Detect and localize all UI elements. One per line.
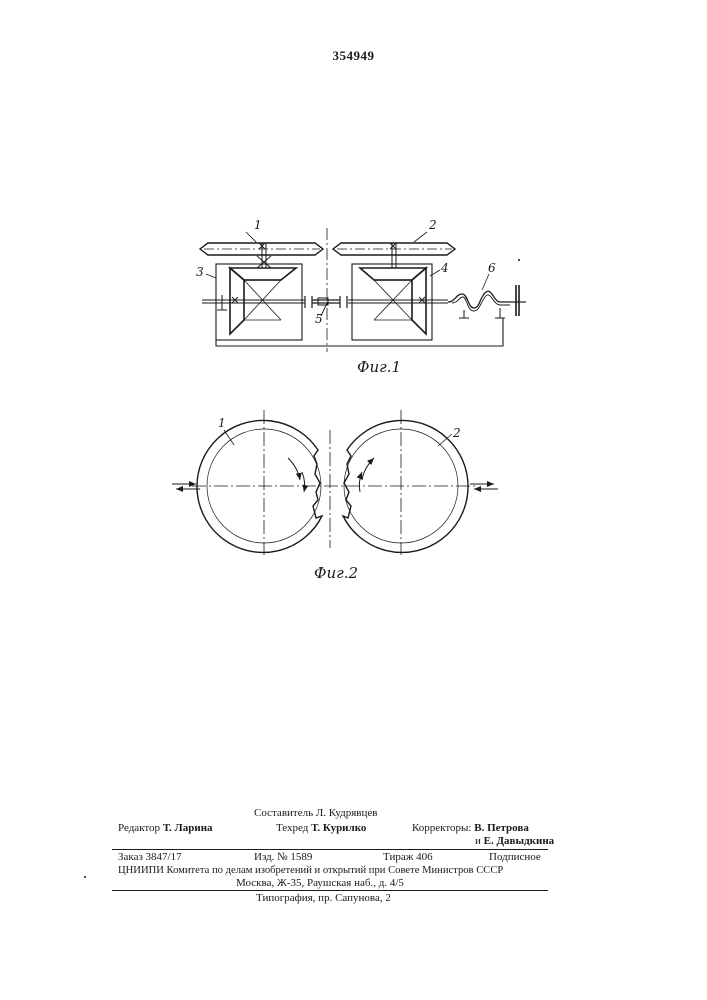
circulation: Тираж 406 (383, 851, 433, 864)
corrector-2-line: и Е. Давыдкина (475, 835, 554, 848)
fig1-label-1: 1 (254, 218, 262, 232)
fig2-label-2: 2 (452, 426, 461, 440)
techred-name: Т. Курилко (311, 822, 366, 834)
fig1-label-2: 2 (428, 218, 437, 232)
order-number: Заказ 3847/17 (118, 851, 182, 864)
figure-2 (172, 410, 498, 555)
correctors-line: Корректоры: В. Петрова (412, 822, 529, 835)
disc-1 (197, 420, 322, 552)
compiler-name: Л. Кудрявцев (316, 807, 378, 819)
edition-number: Изд. № 1589 (254, 851, 312, 864)
techred-line: Техред Т. Курилко (276, 822, 366, 835)
flexible-shaft-6 (448, 291, 510, 308)
divider-top (112, 849, 548, 850)
fig1-label-5: 5 (315, 312, 323, 326)
printing-house: Типография, пр. Сапунова, 2 (256, 892, 391, 905)
compiler-label: Составитель (254, 807, 313, 819)
subscription: Подписное (489, 851, 541, 864)
corrector-2-prefix: и (475, 835, 481, 847)
fig2-caption: Фиг.2 (314, 564, 358, 582)
fig1-label-6: 6 (488, 261, 496, 275)
compiler-line: Составитель Л. Кудрявцев (254, 807, 377, 820)
address-line: Москва, Ж-35, Раушская наб., д. 4/5 (236, 877, 404, 890)
divider-bottom (112, 890, 548, 891)
correctors-label: Корректоры: (412, 822, 471, 834)
editor-label: Редактор (118, 822, 160, 834)
editor-name: Т. Ларина (163, 822, 213, 834)
fig1-label-4: 4 (440, 261, 449, 275)
corrector-2: Е. Давыдкина (484, 835, 555, 847)
fig1-label-3: 3 (196, 265, 204, 279)
fig1-caption: Фиг.1 (357, 358, 401, 376)
organization-line: ЦНИИПИ Комитета по делам изобретений и о… (118, 864, 503, 877)
techred-label: Техред (276, 822, 308, 834)
disc-2 (343, 420, 468, 552)
editor-line: Редактор Т. Ларина (118, 822, 213, 835)
corrector-1: В. Петрова (474, 822, 529, 834)
gearbox-housing-3 (216, 264, 302, 340)
figure-1 (200, 228, 526, 352)
fig2-label-1: 1 (218, 416, 226, 430)
